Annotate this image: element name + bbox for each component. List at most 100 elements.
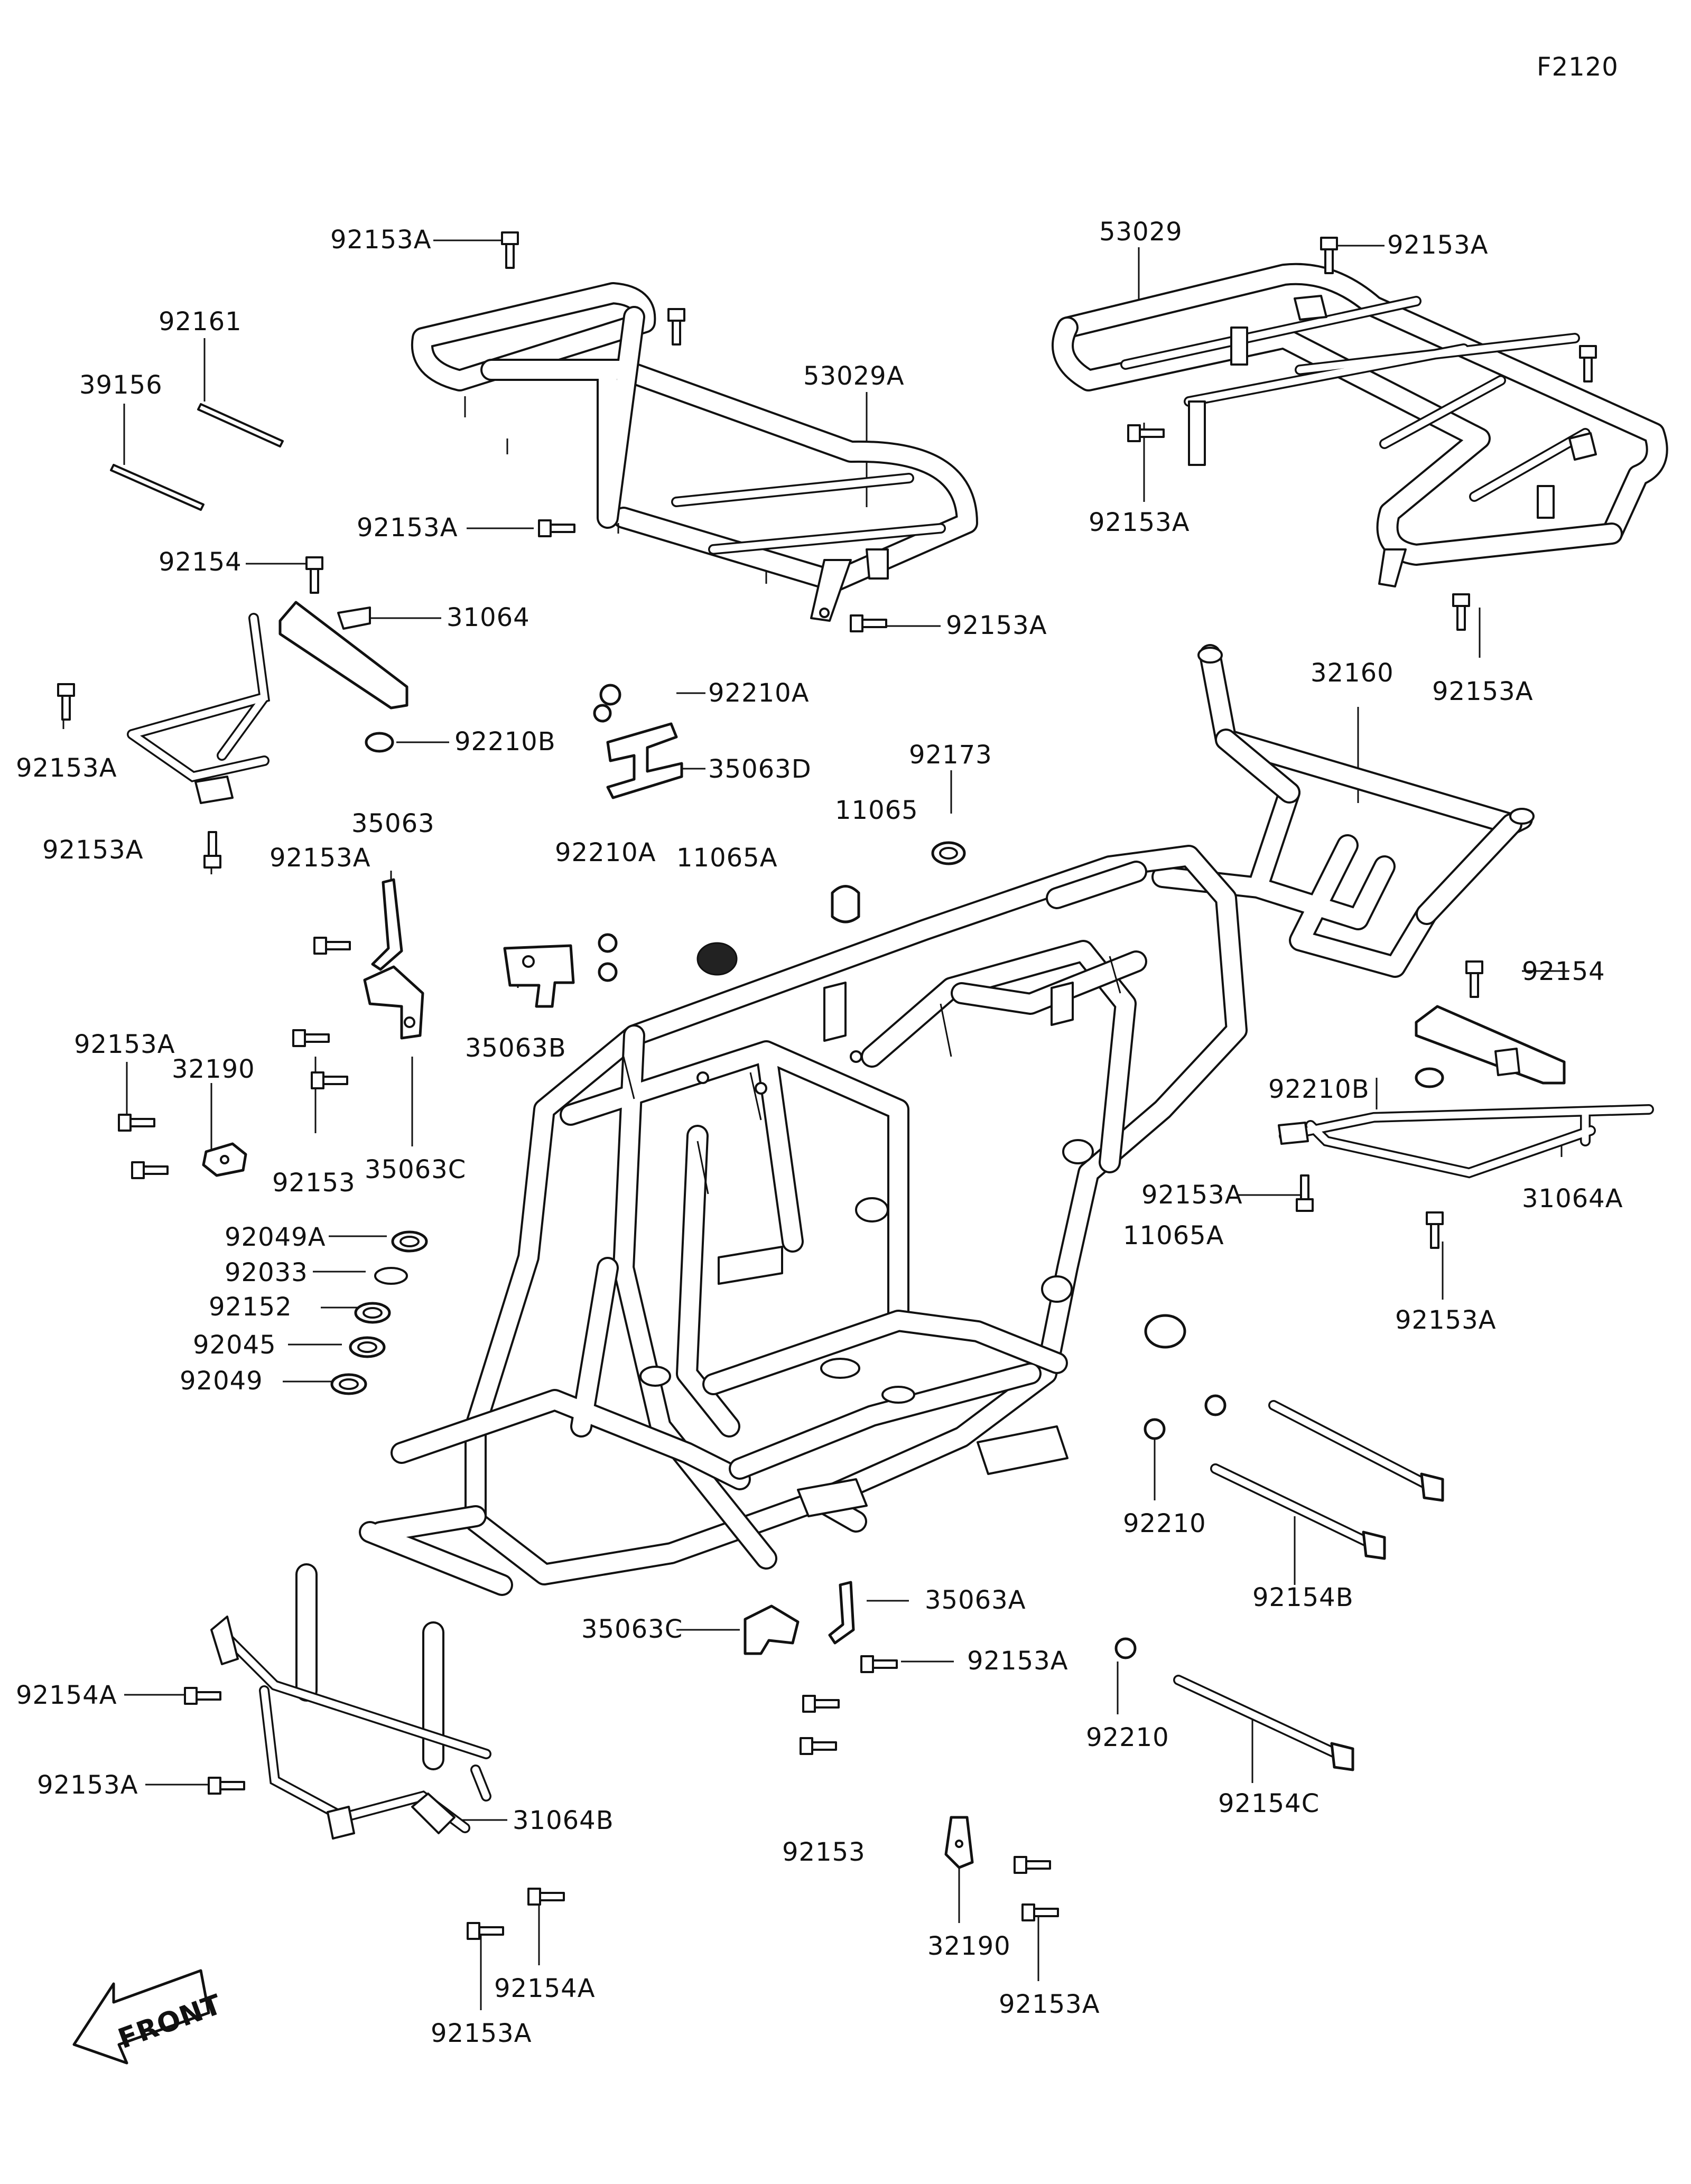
label-32190: 32190 xyxy=(172,1054,255,1084)
bracket-35063A xyxy=(828,1581,855,1645)
nut-92210 xyxy=(1144,1418,1166,1440)
label-92153A: 92153A xyxy=(1387,230,1489,260)
bolt-92153A xyxy=(57,683,75,721)
nut-92210A xyxy=(598,962,618,982)
label-31064B: 31064B xyxy=(513,1806,614,1835)
bolt-92154 xyxy=(1465,960,1483,998)
label-35063C: 35063C xyxy=(365,1155,466,1184)
label-11065A: 11065A xyxy=(676,843,778,873)
label-92210B: 92210B xyxy=(454,727,556,757)
label-32190: 32190 xyxy=(927,1931,1011,1961)
bolt-92154B xyxy=(1210,1463,1386,1560)
bracket-32190 xyxy=(944,1816,974,1869)
bolt-92154B xyxy=(1268,1400,1444,1502)
bolt-92154C xyxy=(1173,1675,1354,1771)
bolts-small xyxy=(57,231,1597,1940)
footrest-bracket-31064 xyxy=(127,601,408,804)
bolt-92153A xyxy=(538,519,575,537)
bolt-92153A xyxy=(1021,1903,1059,1921)
main-frame xyxy=(359,845,1248,1596)
nut-92210A xyxy=(599,684,621,706)
label-31064A: 31064A xyxy=(1522,1184,1623,1214)
label-92153: 92153 xyxy=(782,1837,866,1867)
bolt-92153 xyxy=(311,1071,348,1089)
bolt-92153 xyxy=(802,1695,840,1713)
bolt-92154 xyxy=(305,556,323,594)
strip-39156 xyxy=(110,464,205,511)
label-92049: 92049 xyxy=(180,1366,263,1396)
label-53029A: 53029A xyxy=(803,361,905,391)
bolt-92153A xyxy=(1426,1211,1444,1249)
label-92153A: 92153A xyxy=(1089,508,1190,537)
bolt-92153 xyxy=(800,1737,837,1755)
bearing-92045 xyxy=(349,1336,386,1358)
part-labels: 92153A 53029 92153A 92161 53029A 39156 9… xyxy=(16,217,1623,2048)
bolt-92154A xyxy=(184,1687,221,1705)
label-92153A: 92153A xyxy=(946,611,1047,640)
label-92153A: 92153A xyxy=(967,1646,1069,1676)
rear-frame-32160 xyxy=(1151,644,1535,978)
bracket-35063C xyxy=(744,1604,800,1655)
leader-lines xyxy=(62,239,1569,2010)
cap-11065A xyxy=(1144,1314,1186,1349)
bracket-35063B xyxy=(503,944,575,1008)
label-39156: 39156 xyxy=(79,370,163,400)
bolt-92153A xyxy=(860,1655,898,1673)
collar-92210B xyxy=(365,732,394,753)
clamp-92173 xyxy=(931,841,966,865)
cap-11065 xyxy=(831,885,860,923)
label-92153A: 92153A xyxy=(37,1770,138,1800)
label-35063B: 35063B xyxy=(465,1033,566,1063)
bracket-35063 xyxy=(371,878,403,971)
label-92153A: 92153A xyxy=(999,1990,1100,2019)
label-92153A: 92153A xyxy=(357,513,458,543)
bracket-32190 xyxy=(202,1142,247,1177)
label-92154B: 92154B xyxy=(1252,1583,1354,1612)
bolt-92153A xyxy=(131,1161,169,1179)
label-11065A: 11065A xyxy=(1123,1221,1224,1250)
footrest-bracket-31064B xyxy=(210,1563,491,1840)
label-92152: 92152 xyxy=(209,1292,292,1322)
label-92153: 92153 xyxy=(272,1168,356,1198)
label-92210: 92210 xyxy=(1086,1723,1169,1752)
nut-92210 xyxy=(1204,1394,1227,1416)
bolt-92153A xyxy=(203,831,221,869)
collar-92210B xyxy=(1415,1067,1444,1088)
footrest-bracket-31064A xyxy=(1278,1005,1654,1179)
bolt-92153A xyxy=(118,1114,155,1132)
bolt-92153A xyxy=(1452,593,1470,631)
seal-92049A xyxy=(391,1230,428,1253)
label-92210A: 92210A xyxy=(708,678,810,708)
bolt-92153A xyxy=(850,614,887,632)
label-35063A: 35063A xyxy=(925,1585,1026,1615)
label-92210B: 92210B xyxy=(1268,1075,1370,1104)
label-32160: 32160 xyxy=(1311,658,1394,688)
label-92153A: 92153A xyxy=(270,843,371,873)
cap-11065A xyxy=(696,942,738,976)
circlip-92033 xyxy=(374,1267,408,1285)
bracket-35063C xyxy=(363,965,424,1040)
label-92049A: 92049A xyxy=(225,1222,326,1252)
bolt-92153A xyxy=(292,1029,330,1047)
label-92153A: 92153A xyxy=(1141,1180,1243,1210)
bolt-92154A xyxy=(527,1888,565,1906)
rear-carrier-53029 xyxy=(1052,263,1668,587)
label-92154: 92154 xyxy=(159,547,242,577)
label-92161: 92161 xyxy=(159,307,242,337)
label-92173: 92173 xyxy=(909,740,992,770)
figure-code: F2120 xyxy=(1537,52,1619,82)
seal-92049 xyxy=(330,1373,367,1395)
bolt-92153A xyxy=(501,231,519,269)
bolt-92153A xyxy=(313,937,351,955)
strip-92161 xyxy=(197,403,284,447)
bracket-35063D xyxy=(606,722,683,799)
bolt-92153A xyxy=(1579,345,1597,382)
label-92153A: 92153A xyxy=(1395,1305,1497,1335)
label-92154C: 92154C xyxy=(1218,1789,1320,1818)
label-92153A: 92153A xyxy=(74,1030,175,1059)
front-arrow-icon: FRONT xyxy=(72,1969,226,2065)
bolt-92153A xyxy=(208,1777,245,1795)
label-92153A: 92153A xyxy=(16,753,117,783)
nut-92210A xyxy=(598,933,618,953)
